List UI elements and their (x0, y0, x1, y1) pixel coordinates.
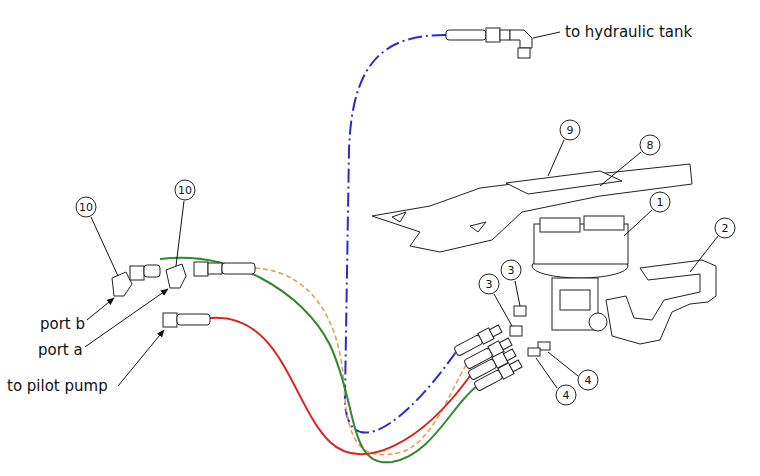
bracket (606, 260, 716, 344)
callout-circle (556, 385, 576, 405)
callout-circle (578, 370, 598, 390)
leader-line (91, 217, 118, 276)
leader-line (600, 152, 641, 186)
callout-number: 10 (79, 202, 93, 213)
leader-line (494, 294, 512, 326)
port-a-hose (160, 258, 476, 463)
leader-line (118, 330, 164, 386)
pilot-hose (210, 318, 470, 454)
callout-circle (650, 192, 670, 212)
leader-line (536, 358, 557, 388)
callout-number: 3 (486, 279, 493, 290)
mounting-plate (372, 164, 692, 252)
callout-circle (501, 260, 521, 280)
leader-line (548, 140, 564, 176)
leader-line (690, 236, 718, 272)
callout-number: 3 (508, 265, 515, 276)
leader-line (176, 201, 184, 266)
port-fittings (453, 306, 550, 392)
callout-number: 2 (722, 223, 729, 234)
callout-circle (560, 120, 580, 140)
port-a-fitting (166, 262, 255, 288)
annotation-label: port b (38, 316, 87, 333)
leader-line (624, 210, 652, 236)
annotation-label: port a (36, 342, 85, 359)
callout-number: 8 (647, 140, 654, 151)
callout-number: 9 (567, 125, 574, 136)
callout-circle (640, 135, 660, 155)
annotation-label: to hydraulic tank (563, 24, 694, 41)
callout-number: 10 (178, 185, 192, 196)
leader-line (82, 289, 168, 349)
annotation-label: to pilot pump (5, 378, 110, 395)
pilot-fitting (163, 313, 210, 327)
port-b-hose (255, 268, 466, 455)
callout-circle (76, 197, 96, 217)
callout-circle (715, 218, 735, 238)
tank-fitting (446, 28, 532, 58)
callout-circle (479, 274, 499, 294)
callout-number: 4 (563, 390, 570, 401)
callout-number: 4 (585, 375, 592, 386)
leader-line (533, 32, 560, 38)
leader-line (515, 281, 520, 306)
callout-circle (175, 180, 195, 200)
callout-number: 1 (657, 197, 664, 208)
port-b-fitting (112, 265, 160, 296)
leader-line (548, 352, 578, 376)
